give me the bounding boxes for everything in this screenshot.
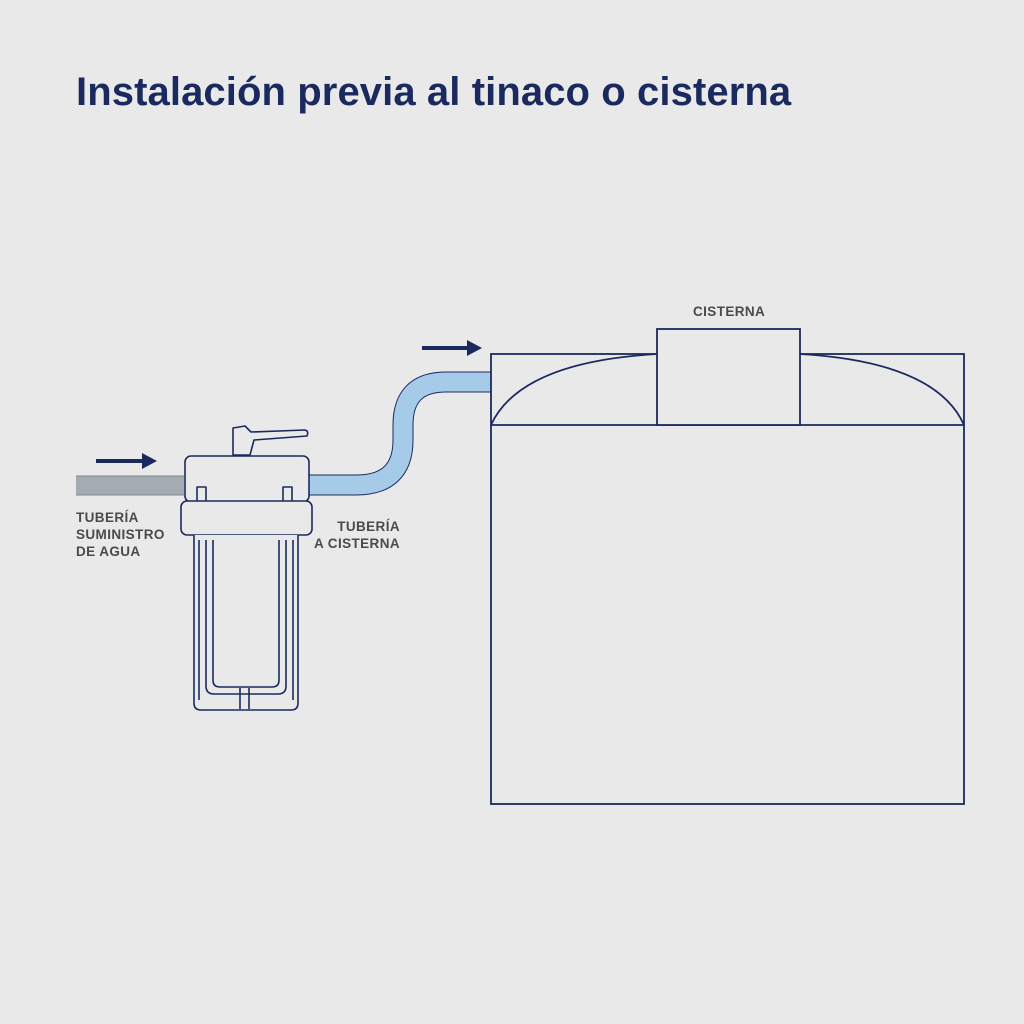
outlet-pipe [306,371,491,496]
supply-flow-arrow-icon [96,453,157,469]
water-filter-icon [180,425,313,711]
cistern-flow-arrow-icon [422,340,482,356]
supply-pipe-label: TUBERÍA SUMINISTRO DE AGUA [76,509,165,560]
outlet-pipe-label: TUBERÍA A CISTERNA [314,518,400,552]
cistern-label: CISTERNA [693,304,766,319]
outlet-pipe-label-line: A CISTERNA [314,536,401,551]
outlet-pipe-label-line: TUBERÍA [337,519,401,534]
page-title: Instalación previa al tinaco o cisterna [76,70,792,114]
supply-pipe-label-line: SUMINISTRO [76,527,165,542]
supply-pipe [76,475,184,496]
cistern-tank-icon [490,328,965,805]
supply-pipe-label-line: TUBERÍA [76,510,139,525]
supply-pipe-label-line: DE AGUA [76,544,141,559]
